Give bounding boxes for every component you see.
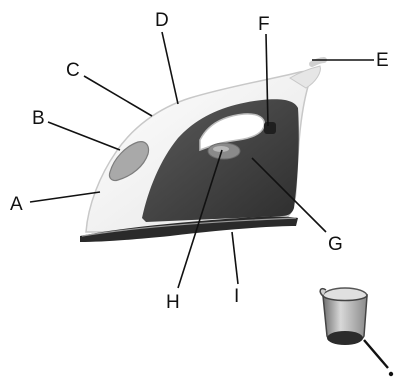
cup-pointer-end: [389, 372, 393, 376]
label-e: E: [376, 50, 389, 71]
label-c: C: [66, 60, 80, 81]
leader-i: [232, 232, 238, 284]
cup-pointer: [364, 340, 388, 368]
leader-d: [162, 32, 178, 104]
label-i: I: [234, 286, 239, 307]
leader-c: [84, 76, 152, 116]
measuring-cup-base: [327, 331, 363, 345]
leader-a: [30, 192, 100, 202]
label-h: H: [166, 292, 180, 313]
label-b: B: [32, 108, 45, 129]
label-f: F: [258, 14, 270, 35]
label-g: G: [328, 234, 343, 255]
steam-control: [264, 122, 276, 134]
label-a: A: [10, 194, 23, 215]
leader-b: [48, 122, 120, 150]
label-d: D: [155, 10, 169, 31]
